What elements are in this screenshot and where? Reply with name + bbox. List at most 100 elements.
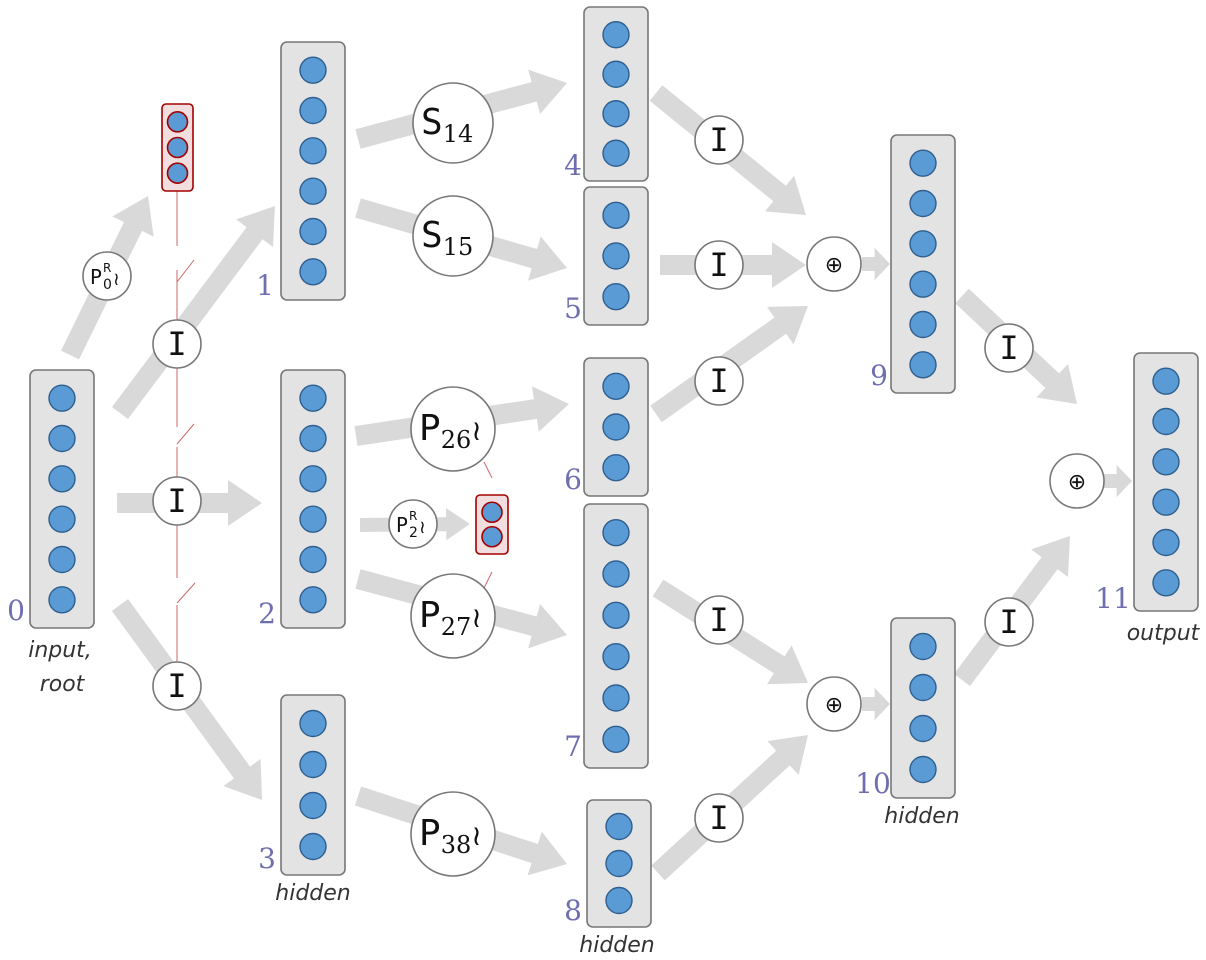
neuron-node [909, 714, 937, 743]
neuron-node [909, 310, 937, 339]
probe-node [481, 525, 503, 548]
layer-tag: hidden [579, 933, 654, 958]
probe-wires-layer [176, 191, 493, 662]
neuron-node [602, 201, 630, 230]
op-i-4-9: I [694, 115, 744, 165]
op-label: P [396, 513, 408, 537]
layer-box [890, 134, 956, 394]
probe-wire [176, 582, 196, 604]
neuron-node [48, 505, 76, 533]
layer-tag: output [1127, 621, 1201, 646]
op-subscript: 0 [103, 277, 112, 293]
op-i-0-2: I [152, 476, 202, 526]
op-label: I [709, 246, 728, 284]
flow-arrow [862, 247, 890, 281]
sum-node-9: ⊕ [806, 236, 862, 292]
op-circle [984, 597, 1034, 647]
neuron-node [299, 56, 327, 84]
sum-symbol: ⊕ [825, 253, 843, 278]
flow-arrow [112, 206, 275, 419]
neuron-node [48, 545, 76, 574]
layer-4: 4 [564, 6, 649, 182]
neuron-node [909, 755, 937, 784]
probe-wire [176, 259, 195, 283]
neuron-node [909, 673, 937, 702]
neuron-node [602, 642, 630, 671]
neuron-node [602, 518, 630, 547]
layer-tag: root [40, 672, 86, 697]
neuron-node [1152, 407, 1180, 436]
neuron-node [1152, 488, 1180, 516]
op-label: P38≀ [419, 813, 482, 859]
op-label: I [167, 325, 186, 363]
op-circle [694, 240, 744, 290]
neuron-node [299, 258, 327, 286]
layer-index: 2 [258, 597, 276, 630]
layer-index: 6 [564, 463, 582, 496]
probe-node [166, 162, 189, 184]
op-circle [412, 195, 494, 277]
op-label: P26≀ [419, 408, 482, 454]
op-i-5-9: I [694, 240, 744, 290]
probe-node [481, 501, 503, 524]
sums-group: ⊕ ⊕ ⊕ [806, 236, 1105, 732]
layer-index: 4 [564, 149, 582, 182]
op-circle [152, 476, 202, 526]
layer-2: 2 [258, 369, 346, 630]
neuron-node [602, 372, 630, 401]
neuron-node [48, 424, 76, 453]
neuron-node [48, 586, 76, 614]
neuron-node [299, 384, 327, 412]
neuron-node [909, 189, 937, 218]
sum-node-11: ⊕ [1049, 453, 1105, 509]
neuron-node [602, 560, 630, 588]
layer-box [280, 694, 346, 876]
op-label: I [999, 603, 1018, 641]
neuron-node [909, 230, 937, 258]
layer-index: 1 [256, 269, 274, 302]
op-p-2-7: P27≀ [410, 573, 496, 659]
op-label: I [709, 121, 728, 159]
op-i-7-10: I [694, 595, 744, 645]
neuron-node [602, 100, 630, 128]
neuron-node [602, 413, 630, 441]
probe-wire [483, 461, 493, 479]
neuron-node [605, 849, 633, 878]
op-suffix: ≀ [419, 517, 426, 538]
sum-symbol: ⊕ [825, 693, 843, 718]
neuron-node [299, 217, 327, 246]
layer-index: 7 [564, 730, 582, 763]
neuron-node [909, 351, 937, 379]
sum-circle [1049, 453, 1105, 509]
op-label: S14 [421, 102, 473, 148]
neuron-node [602, 282, 630, 311]
op-superscript: R [409, 509, 417, 523]
op-i-6-9: I [694, 356, 744, 406]
probe-node [166, 111, 189, 133]
op-i-8-10: I [694, 793, 744, 843]
neuron-node [1152, 528, 1180, 557]
layer-6: 6 [564, 357, 649, 497]
probe-2 [475, 494, 509, 555]
layer-tag: hidden [275, 881, 350, 906]
layer-box [280, 41, 346, 301]
layer-index: 0 [7, 594, 25, 627]
layer-index: 5 [564, 292, 582, 325]
layer-tag: hidden [884, 804, 959, 829]
neuron-node [299, 137, 327, 165]
layer-7: 7 [564, 503, 649, 769]
layer-1: 1 [256, 41, 346, 302]
neuron-node [299, 505, 327, 533]
op-i-0-1: I [152, 319, 202, 369]
neuron-node [909, 632, 937, 661]
neuron-node [602, 21, 630, 49]
op-subscript: 2 [409, 525, 418, 541]
neuron-node [299, 96, 327, 125]
sum-symbol: ⊕ [1068, 470, 1086, 495]
neuron-node [602, 242, 630, 270]
